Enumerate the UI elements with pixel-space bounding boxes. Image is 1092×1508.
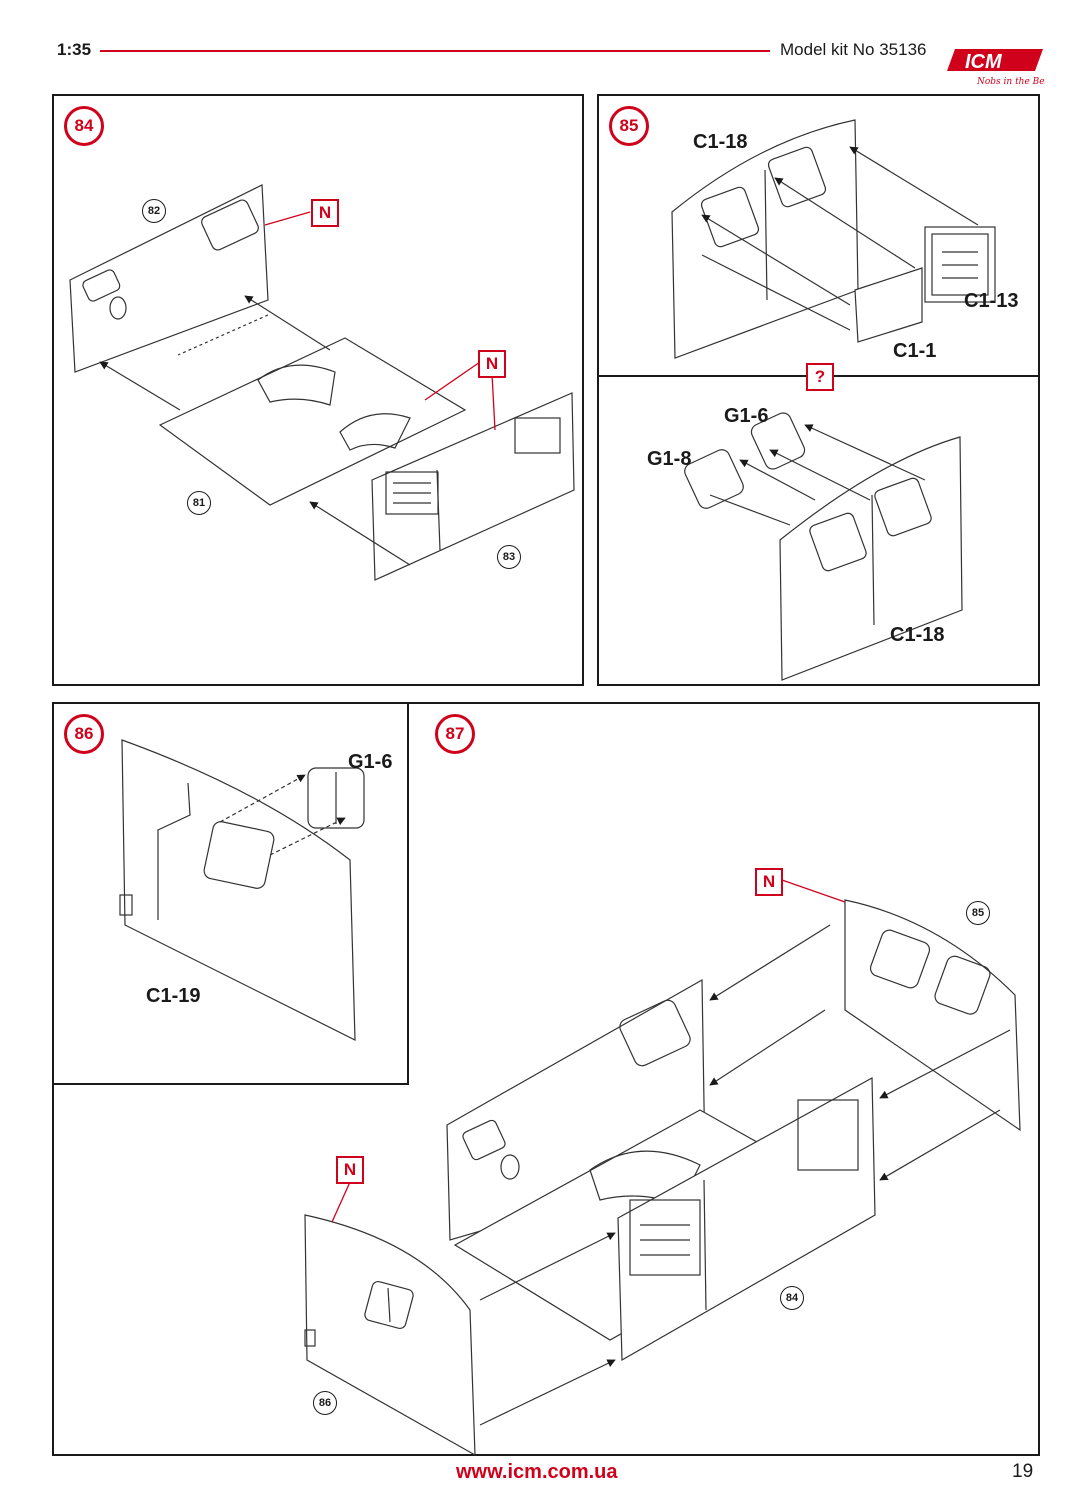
page-number: 19 xyxy=(1012,1461,1034,1482)
logo-tagline: Nobs in the Best xyxy=(976,77,1045,87)
model-kit-number: Model kit No 35136 xyxy=(780,40,927,59)
step-87-ref-86: 86 xyxy=(313,1391,337,1415)
part-label-c1-19: C1-19 xyxy=(146,985,201,1007)
part-label-g1-8: G1-8 xyxy=(647,448,692,470)
step-85-bottom-drawing xyxy=(684,412,963,681)
icm-logo: ICM Nobs in the Best xyxy=(935,45,1053,87)
step-84-drawing xyxy=(69,184,575,581)
header-rule xyxy=(100,50,770,52)
logo-text: ICM xyxy=(965,51,1003,73)
step-86-number: 86 xyxy=(64,714,104,754)
step-86-drawing xyxy=(119,739,365,1041)
step-87-number: 87 xyxy=(435,714,475,754)
part-label-c1-18-bottom: C1-18 xyxy=(890,624,945,646)
step-85-number: 85 xyxy=(609,106,649,146)
part-label-c1-1: C1-1 xyxy=(893,340,937,362)
scale-label: 1:35 xyxy=(57,40,92,59)
step-87-ref-84: 84 xyxy=(780,1286,804,1310)
step-85-mark-question: ? xyxy=(806,363,834,391)
part-label-g1-6: G1-6 xyxy=(724,405,769,427)
step-84-mark-n-1: N xyxy=(311,199,339,227)
step-87-mark-n-2: N xyxy=(336,1156,364,1184)
footer-url: www.icm.com.ua xyxy=(456,1461,618,1483)
step-87-mark-n-1: N xyxy=(755,868,783,896)
step-87-drawing xyxy=(304,899,1021,1457)
step-84-ref-81: 81 xyxy=(187,491,211,515)
part-label-c1-18-top: C1-18 xyxy=(693,131,748,153)
part-label-g1-6-step86: G1-6 xyxy=(348,751,393,773)
step-84-ref-83: 83 xyxy=(497,545,521,569)
step-84-ref-82: 82 xyxy=(142,199,166,223)
step-85-top-drawing xyxy=(671,119,996,359)
step-84-number: 84 xyxy=(64,106,104,146)
part-label-c1-13: C1-13 xyxy=(964,290,1019,312)
step-87-ref-85: 85 xyxy=(966,901,990,925)
step-84-mark-n-2: N xyxy=(478,350,506,378)
